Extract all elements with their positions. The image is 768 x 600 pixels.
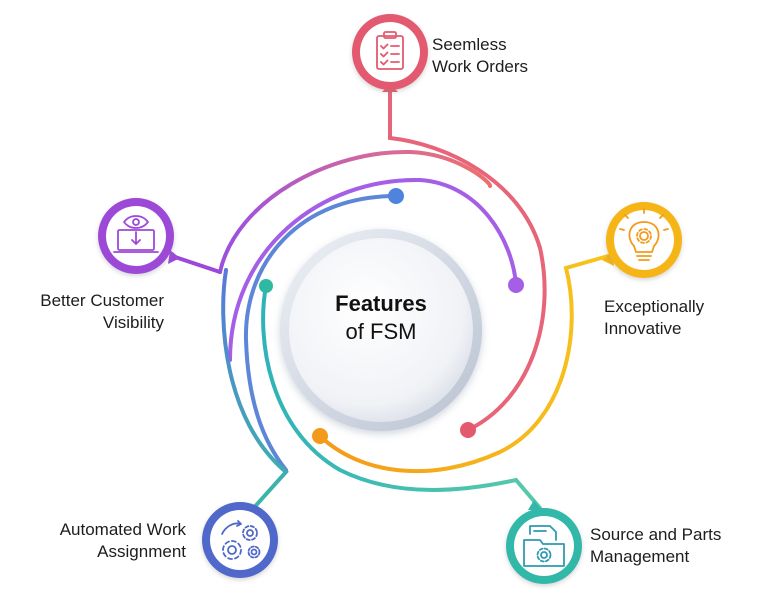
center-title: Features [335,291,427,316]
feature-label-visibility: Better Customer Visibility [20,290,164,334]
feature-label-line: Automated Work [59,520,186,539]
feature-label-line: Innovative [604,319,682,338]
center-hub [280,229,482,431]
feature-label-line: Exceptionally [604,297,705,316]
arc-purple-inner [228,177,518,362]
lightbulb-gear-icon [619,208,669,261]
feature-assignment-node [202,502,278,578]
feature-work-orders-node [352,14,428,92]
dot-orange [312,428,328,444]
dot-pink [460,422,476,438]
feature-label-innovative: Exceptionally Innovative [604,296,704,340]
feature-label-assignment: Automated Work Assignment [38,519,186,563]
feature-label-source: Source and Parts Management [590,524,721,568]
arc-purple-outer [218,149,493,274]
feature-label-work-orders: Seemless Work Orders [432,34,528,78]
arc-yellow [318,254,610,474]
eye-monitor-icon [113,215,159,253]
clipboard-checklist-icon [376,31,404,70]
arc-pink-right [388,90,547,432]
dot-purple [508,277,524,293]
center-subtitle: of FSM [345,319,417,344]
arc-blue-inner [243,194,398,472]
feature-visibility-node [98,198,180,274]
dot-teal [259,279,273,293]
gears-cycle-icon [221,520,261,560]
center-heading: Features of FSM [290,290,472,346]
dot-blue [388,188,404,204]
arc-indigo-left [221,268,289,514]
feature-label-line: Seemless [432,35,507,54]
feature-label-line: Visibility [102,313,164,332]
feature-label-line: Management [590,547,690,566]
feature-label-line: Assignment [97,542,186,561]
feature-label-line: Better Customer [40,291,164,310]
feature-label-line: Work Orders [432,57,529,76]
feature-label-line: Source and Parts [590,525,722,544]
folder-gear-icon [523,525,565,567]
arc-teal [261,284,542,510]
feature-innovative-node [602,202,682,278]
feature-source-node [506,500,582,584]
connector-visibility [170,254,222,274]
